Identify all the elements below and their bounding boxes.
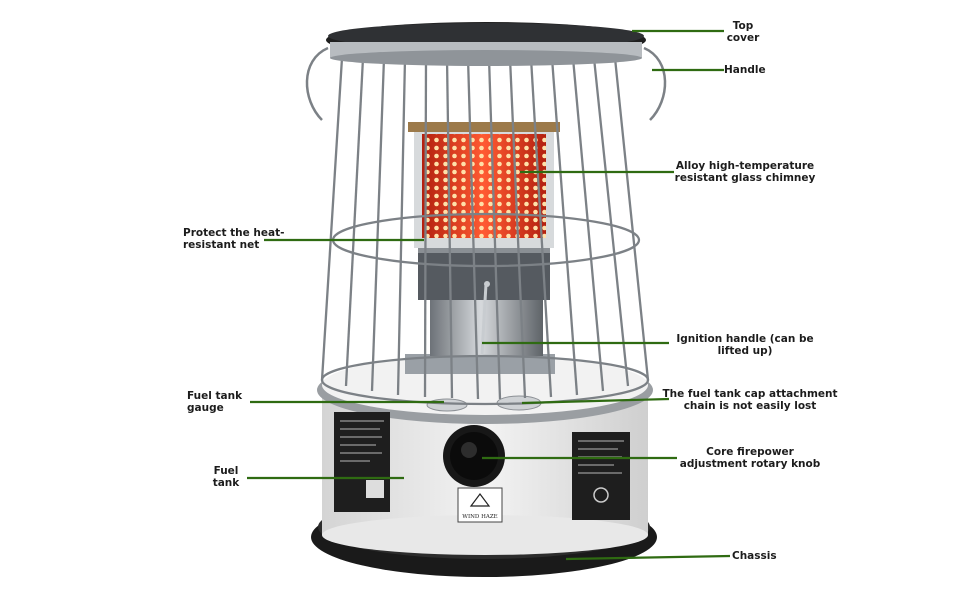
right-sticker [572,432,630,520]
label-chimney: Alloy high-temperature resistant glass c… [674,160,816,184]
label-fuel-tank: Fuel tank [212,465,240,489]
label-cap-chain: The fuel tank cap attachment chain is no… [662,388,838,412]
label-handle: Handle [724,64,766,76]
label-fuel-gauge: Fuel tank gauge [187,390,243,414]
brand-badge [457,487,503,523]
carry-handle [305,46,329,121]
label-chassis: Chassis [732,550,777,562]
label-heat-net: Protect the heat- resistant net [183,227,285,251]
burner-base [405,354,555,374]
brand-text: WIND HAZE [462,514,497,520]
fuel-gauge [426,398,468,412]
fuel-tank-bottom [322,515,648,555]
protective-cage [320,57,650,406]
label-knob: Core firepower adjustment rotary knob [679,446,821,470]
label-top-cover: Top cover [726,20,760,44]
leader-lines [247,29,731,561]
heat-mesh [422,134,546,238]
label-ignition: Ignition handle (can be lifted up) [676,333,814,357]
